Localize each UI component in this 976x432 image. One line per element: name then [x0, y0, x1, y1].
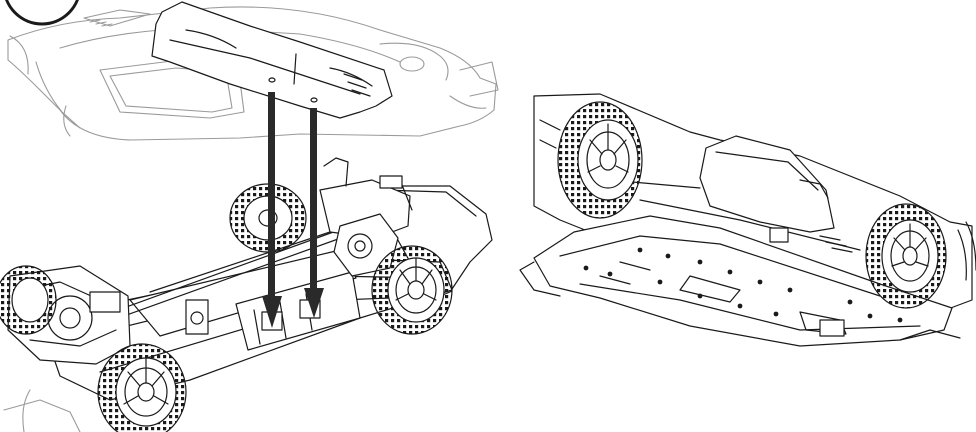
- body-panel-icon: [151, 1, 393, 119]
- install-view-panel: [0, 0, 499, 432]
- underside-view-panel: [519, 93, 976, 347]
- wheel-icon: [0, 183, 453, 432]
- chassis-plate-icon: [519, 215, 961, 347]
- down-arrow-icon: [262, 92, 324, 328]
- wheel-icon: [557, 101, 976, 309]
- step-circle-icon: [5, 0, 79, 26]
- flipped-car-icon: [533, 93, 973, 313]
